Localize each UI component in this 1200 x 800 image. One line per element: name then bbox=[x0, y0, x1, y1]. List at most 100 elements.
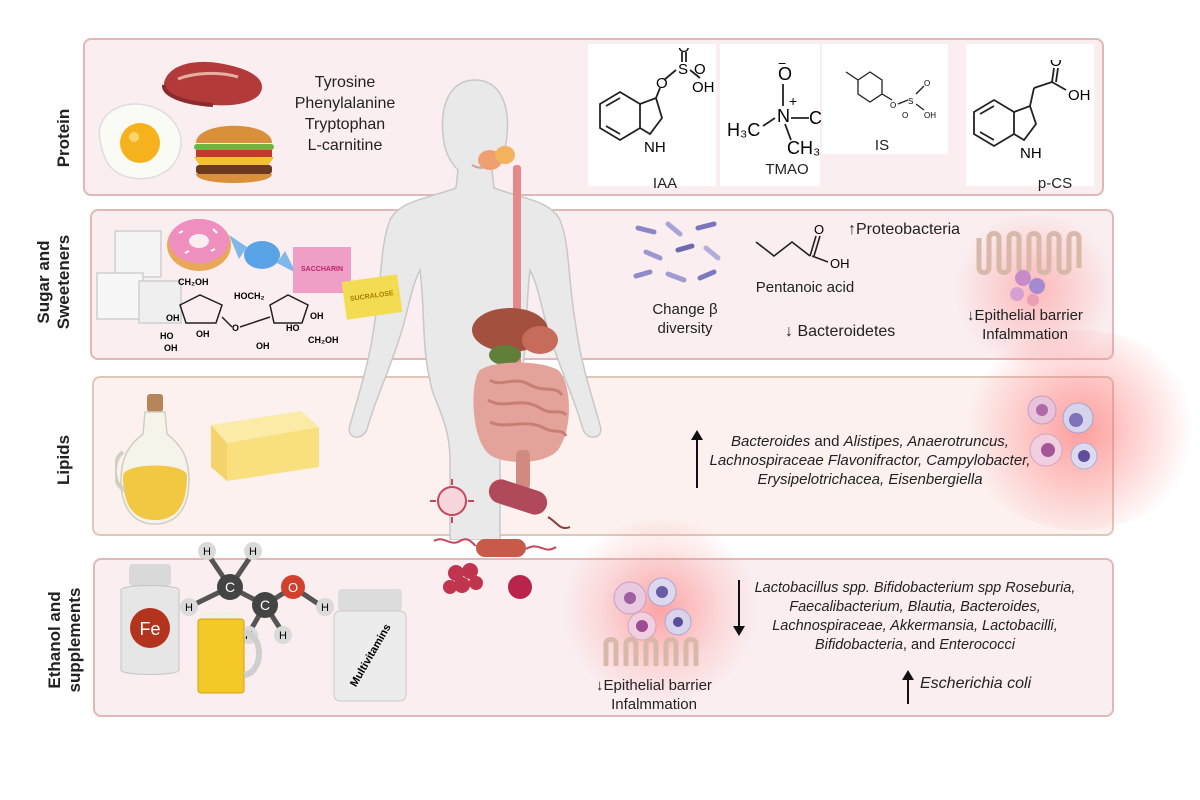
bacteria-cluster-icon bbox=[633, 221, 721, 283]
pcs-structure: O OH NH bbox=[973, 60, 1091, 162]
is-bg bbox=[822, 44, 948, 154]
donut-icon bbox=[167, 219, 231, 271]
candy-icon bbox=[229, 235, 296, 273]
egg-icon bbox=[98, 103, 182, 180]
pentanoic-acid-structure: O OH bbox=[755, 222, 850, 271]
pcs-bg bbox=[966, 44, 1094, 186]
tmao-atom: CH₃ bbox=[787, 138, 820, 158]
immune-epithelium-icon bbox=[603, 577, 699, 666]
sucrose-group: CH₂OH bbox=[178, 277, 209, 287]
amino-acid: Phenylalanine bbox=[294, 95, 396, 112]
atom-h: H bbox=[185, 602, 193, 614]
tmao-atom: O bbox=[778, 64, 792, 84]
up-arrow bbox=[690, 430, 704, 490]
tmao-atom: H₃C bbox=[727, 120, 760, 140]
sucrose-group: CH₂OH bbox=[308, 335, 339, 345]
tmao-atom: C bbox=[809, 108, 822, 128]
sucrose-group: OH bbox=[164, 343, 178, 353]
amino-acid-list: Tyrosine Phenylalanine Tryptophan L-carn… bbox=[285, 72, 405, 156]
sucrose-group: OH bbox=[196, 329, 210, 339]
atom-c: C bbox=[260, 597, 270, 613]
pcs-atom: O bbox=[1050, 60, 1062, 70]
pcs-atom: NH bbox=[1020, 145, 1042, 162]
pentanoic-atom: OH bbox=[830, 256, 850, 271]
iaa-structure: O S O O OH NH bbox=[599, 48, 715, 156]
tmao-label: TMAO bbox=[765, 161, 809, 178]
burger-icon bbox=[194, 125, 274, 183]
amino-acid: Tryptophan bbox=[304, 116, 386, 133]
iaa-atom: O bbox=[656, 75, 668, 92]
iaa-atom: S bbox=[678, 61, 688, 78]
tmao-atom: − bbox=[778, 60, 786, 71]
sugar-panel bbox=[90, 209, 1114, 360]
multivitamin-bottle: Multivitamins bbox=[333, 589, 407, 702]
butter-icon bbox=[211, 411, 319, 481]
iaa-atom: O bbox=[678, 48, 690, 56]
sucrose-group: HO bbox=[160, 331, 174, 341]
is-atom: OH bbox=[924, 111, 936, 120]
atom-h: H bbox=[249, 546, 257, 558]
tmao-bg bbox=[720, 44, 820, 186]
saccharin-packet: SACCHARIN bbox=[293, 247, 351, 293]
is-atom: O bbox=[890, 101, 896, 110]
sucrose-group: OH bbox=[256, 341, 270, 351]
atom-c: C bbox=[225, 579, 235, 595]
pentanoic-atom: O bbox=[814, 222, 824, 237]
fe-label: Fe bbox=[139, 619, 160, 639]
epithelium-icon bbox=[976, 231, 1082, 306]
is-atom: O bbox=[902, 111, 908, 120]
up-arrow bbox=[901, 670, 915, 706]
pcs-atom: OH bbox=[1068, 87, 1091, 104]
sugar-cubes-icon bbox=[96, 230, 182, 324]
is-label: IS bbox=[874, 137, 890, 154]
ethanol-decreased-taxa: Lactobacillus spp. Bifidobacterium spp R… bbox=[754, 580, 1076, 653]
is-structure: O S O O OH bbox=[845, 71, 936, 120]
sucrose-group: OH bbox=[310, 311, 324, 321]
protein-label: Protein bbox=[54, 108, 73, 168]
sucralose-packet: SUCRALOSE bbox=[341, 274, 403, 320]
sucrose-group: OH bbox=[166, 313, 180, 323]
iaa-atom: NH bbox=[644, 139, 666, 156]
iaa-label: IAA bbox=[652, 175, 678, 192]
sucrose-group: HO bbox=[286, 323, 300, 333]
tmao-structure: O − N + H₃C C CH₃ bbox=[727, 60, 822, 158]
immune-cells-icon bbox=[1027, 395, 1098, 470]
atom-h: H bbox=[321, 602, 329, 614]
bacteroidetes-label: ↓ Bacteroidetes bbox=[785, 323, 896, 340]
meat-icon bbox=[162, 61, 262, 107]
lipids-label: Lipids bbox=[54, 434, 73, 486]
sucrose-structure: CH₂OH HOCH₂ OH HO OH O OH OH HO OH CH₂OH bbox=[160, 277, 339, 353]
atom-h: H bbox=[203, 546, 211, 558]
iaa-atom: OH bbox=[692, 79, 715, 96]
human-body-illustration bbox=[348, 79, 602, 540]
amino-acid: Tyrosine bbox=[314, 74, 376, 91]
atom-h: H bbox=[279, 630, 287, 642]
ethanol-molecule: C C O H H H H H H bbox=[180, 542, 334, 644]
pcs-label: p-CS bbox=[1037, 175, 1073, 192]
proteobacteria-label: ↑Proteobacteria bbox=[848, 221, 961, 238]
pentanoic-acid-label: Pentanoic acid bbox=[755, 279, 855, 296]
is-atom: S bbox=[908, 97, 913, 106]
iaa-atom: O bbox=[694, 61, 706, 78]
is-atom: O bbox=[924, 79, 930, 88]
tmao-atom: N bbox=[777, 106, 790, 126]
oil-bottle-icon bbox=[115, 394, 190, 525]
beer-mug-icon bbox=[197, 611, 262, 694]
iaa-bg bbox=[588, 44, 716, 186]
amino-acid: L-carnitine bbox=[307, 137, 383, 154]
iron-supplement-bottle: Fe bbox=[120, 564, 180, 675]
inflammation-glow bbox=[560, 520, 760, 700]
sucrose-group: HOCH₂ bbox=[234, 291, 265, 301]
ecoli-label: Escherichia coli bbox=[920, 675, 1032, 692]
lipids-taxa-list: Bacteroides and Alistipes, Anaerotruncus… bbox=[709, 433, 1031, 488]
sucrose-group: O bbox=[232, 323, 239, 333]
down-arrow bbox=[732, 578, 746, 638]
atom-o: O bbox=[288, 580, 298, 595]
tmao-atom: + bbox=[789, 93, 797, 109]
microbes-illustration bbox=[430, 479, 571, 599]
